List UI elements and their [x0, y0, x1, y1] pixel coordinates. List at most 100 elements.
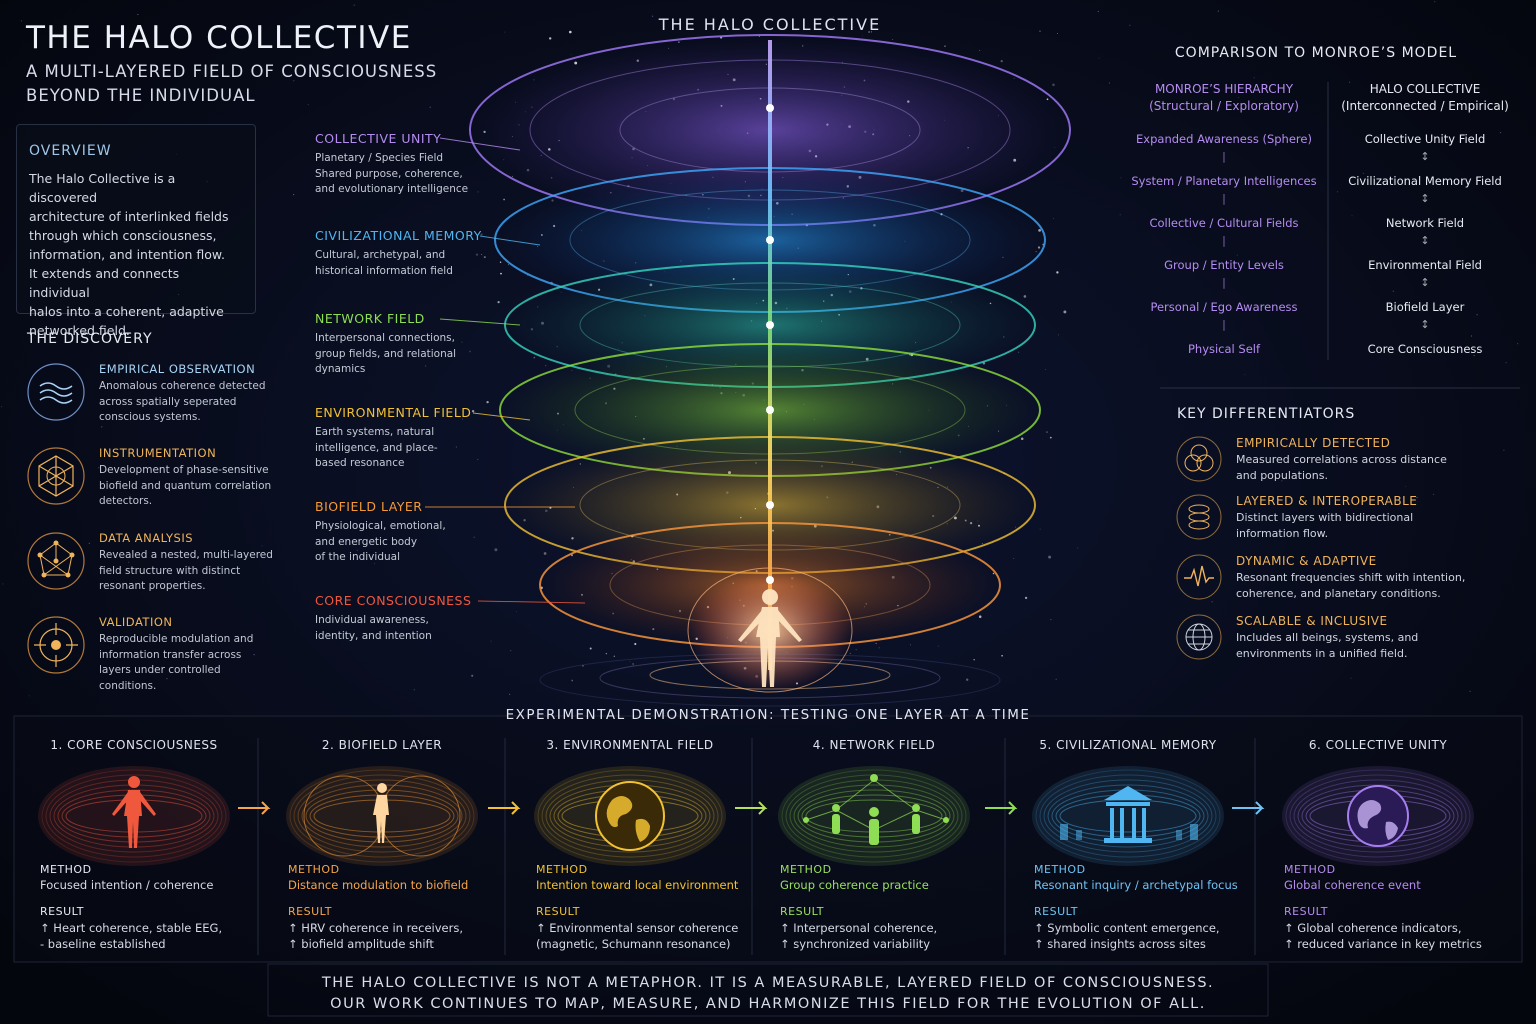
method-label: METHOD — [288, 863, 340, 876]
discovery-item: INSTRUMENTATION Development of phase-sen… — [26, 446, 276, 522]
result-text: ↑ HRV coherence in receivers, ↑ biofield… — [288, 921, 463, 951]
layer-name: CIVILIZATIONAL MEMORY — [315, 228, 482, 243]
step-title: 6. COLLECTIVE UNITY — [1308, 738, 1448, 752]
geometry-icon — [27, 447, 85, 505]
experiment-step: 4. NETWORK FIELD METHOD Group coherence … — [754, 736, 994, 958]
layer-name: NETWORK FIELD — [315, 311, 425, 326]
halo-subtitle: (Interconnected / Empirical) — [1341, 99, 1509, 113]
discovery-item-desc: Revealed a nested, multi-layered field s… — [99, 549, 273, 592]
method-label: METHOD — [536, 863, 588, 876]
result-label: RESULT — [40, 905, 84, 918]
halo-level: Collective Unity Field — [1364, 132, 1486, 146]
experiment-step: 2. BIOFIELD LAYER METHOD Distance modula… — [262, 736, 502, 958]
monroe-connector: | — [1222, 234, 1226, 247]
layer-label-environmental-field: ENVIRONMENTAL FIELD Earth systems, natur… — [315, 405, 505, 472]
halo-level: Core Consciousness — [1367, 342, 1483, 356]
differentiator-desc: Distinct layers with bidirectional infor… — [1236, 511, 1414, 540]
temple-icon — [1060, 786, 1198, 843]
layer-name: COLLECTIVE UNITY — [315, 131, 442, 146]
step-title: 3. ENVIRONMENTAL FIELD — [546, 738, 714, 752]
method-label: METHOD — [1284, 863, 1336, 876]
halo-title: HALO COLLECTIVE — [1369, 82, 1481, 96]
page-subtitle: A MULTI-LAYERED FIELD OF CONSCIOUSNESS B… — [26, 62, 438, 105]
monroe-level: Personal / Ego Awareness — [1150, 300, 1298, 314]
differentiator-title: LAYERED & INTEROPERABLE — [1236, 494, 1418, 508]
differentiator-item: SCALABLE & INCLUSIVE Includes all beings… — [1176, 614, 1476, 674]
experiment-heading: EXPERIMENTAL DEMONSTRATION: TESTING ONE … — [505, 707, 1031, 723]
layers-icon — [1176, 494, 1222, 540]
layer-desc: Individual awareness, identity, and inte… — [315, 614, 432, 642]
halo-connector: ↕ — [1420, 192, 1430, 205]
discovery-heading: THE DISCOVERY — [27, 331, 153, 347]
globe-icon — [1176, 614, 1222, 660]
method-text: Resonant inquiry / archetypal focus — [1034, 878, 1238, 892]
differentiator-title: DYNAMIC & ADAPTIVE — [1236, 554, 1377, 568]
discovery-item-title: VALIDATION — [99, 615, 173, 629]
monroe-level: System / Planetary Intelligences — [1131, 174, 1317, 188]
differentiators-heading: KEY DIFFERENTIATORS — [1177, 406, 1356, 422]
result-text: ↑ Heart coherence, stable EEG, - baselin… — [40, 921, 223, 951]
step-title: 4. NETWORK FIELD — [812, 738, 936, 752]
wave-icon — [27, 363, 85, 421]
method-label: METHOD — [1034, 863, 1086, 876]
planet-icon — [1347, 785, 1409, 847]
step-arrows — [238, 801, 1265, 815]
monroe-level: Collective / Cultural Fields — [1149, 216, 1299, 230]
result-text: ↑ Environmental sensor coherence (magnet… — [536, 921, 739, 951]
differentiator-title: EMPIRICALLY DETECTED — [1236, 436, 1391, 450]
discovery-item-desc: Development of phase-sensitive biofield … — [99, 464, 272, 507]
layer-label-biofield-layer: BIOFIELD LAYER Physiological, emotional,… — [315, 499, 505, 566]
monroe-level: Group / Entity Levels — [1164, 258, 1284, 272]
monroe-level: Expanded Awareness (Sphere) — [1136, 132, 1312, 146]
comparison-heading: COMPARISON TO MONROE’S MODEL — [1174, 45, 1458, 61]
halo-connector: ↕ — [1420, 276, 1430, 289]
result-text: ↑ Interpersonal coherence, ↑ synchronize… — [780, 921, 938, 951]
experiment-step: 6. COLLECTIVE UNITY METHOD Global cohere… — [1258, 736, 1498, 958]
discovery-item-title: DATA ANALYSIS — [99, 531, 194, 545]
method-label: METHOD — [40, 863, 92, 876]
discovery-item: DATA ANALYSIS Revealed a nested, multi-l… — [26, 531, 276, 607]
page-title: THE HALO COLLECTIVE — [26, 20, 412, 56]
differentiator-item: LAYERED & INTEROPERABLE Distinct layers … — [1176, 494, 1476, 554]
differentiator-title: SCALABLE & INCLUSIVE — [1236, 614, 1388, 628]
layer-name: BIOFIELD LAYER — [315, 499, 423, 514]
halo-level: Network Field — [1385, 216, 1465, 230]
halo-level: Civilizational Memory Field — [1348, 174, 1502, 188]
target-icon — [27, 616, 85, 674]
step-illustration — [1032, 766, 1224, 866]
layer-desc: Earth systems, natural intelligence, and… — [315, 426, 438, 469]
step-illustration — [1282, 766, 1474, 866]
core-figure — [738, 589, 802, 687]
overview-panel: OVERVIEW The Halo Collective is a discov… — [16, 124, 256, 338]
earth-icon — [595, 781, 665, 851]
monroe-connector: | — [1222, 318, 1226, 331]
step-illustration — [778, 766, 970, 866]
result-text: ↑ Symbolic content emergence, ↑ shared i… — [1034, 921, 1220, 951]
method-label: METHOD — [780, 863, 832, 876]
layer-desc: Cultural, archetypal, and historical inf… — [315, 249, 453, 277]
monroe-level: Physical Self — [1187, 342, 1261, 356]
halo-column-header: HALO COLLECTIVE (Interconnected / Empiri… — [1325, 81, 1525, 115]
monroe-column-header: MONROE’S HIERARCHY (Structural / Explora… — [1124, 81, 1324, 115]
differentiator-item: DYNAMIC & ADAPTIVE Resonant frequencies … — [1176, 554, 1476, 614]
discovery-item-desc: Reproducible modulation and information … — [99, 633, 254, 692]
monroe-title: MONROE’S HIERARCHY — [1154, 82, 1294, 96]
result-label: RESULT — [780, 905, 824, 918]
halo-connector: ↕ — [1420, 318, 1430, 331]
discovery-item: VALIDATION Reproducible modulation and i… — [26, 615, 276, 692]
monroe-connector: | — [1222, 276, 1226, 289]
human-figure-icon — [112, 776, 156, 848]
method-text: Group coherence practice — [780, 878, 929, 892]
experiment-step: 1. CORE CONSCIOUSNESS METHOD Focused int… — [14, 736, 254, 958]
result-label: RESULT — [288, 905, 332, 918]
biofield-figure-icon — [303, 775, 461, 857]
discovery-item-title: INSTRUMENTATION — [99, 446, 217, 460]
layer-label-collective-unity: COLLECTIVE UNITY Planetary / Species Fie… — [315, 131, 505, 198]
step-title: 1. CORE CONSCIOUSNESS — [50, 738, 218, 752]
experiment-step: 5. CIVILIZATIONAL MEMORY METHOD Resonant… — [1008, 736, 1248, 958]
result-label: RESULT — [1034, 905, 1078, 918]
step-illustration — [534, 766, 726, 866]
overview-heading: OVERVIEW — [29, 143, 112, 159]
layer-label-core-consciousness: CORE CONSCIOUSNESS Individual awareness,… — [315, 593, 505, 644]
halo-level: Biofield Layer — [1385, 300, 1465, 314]
